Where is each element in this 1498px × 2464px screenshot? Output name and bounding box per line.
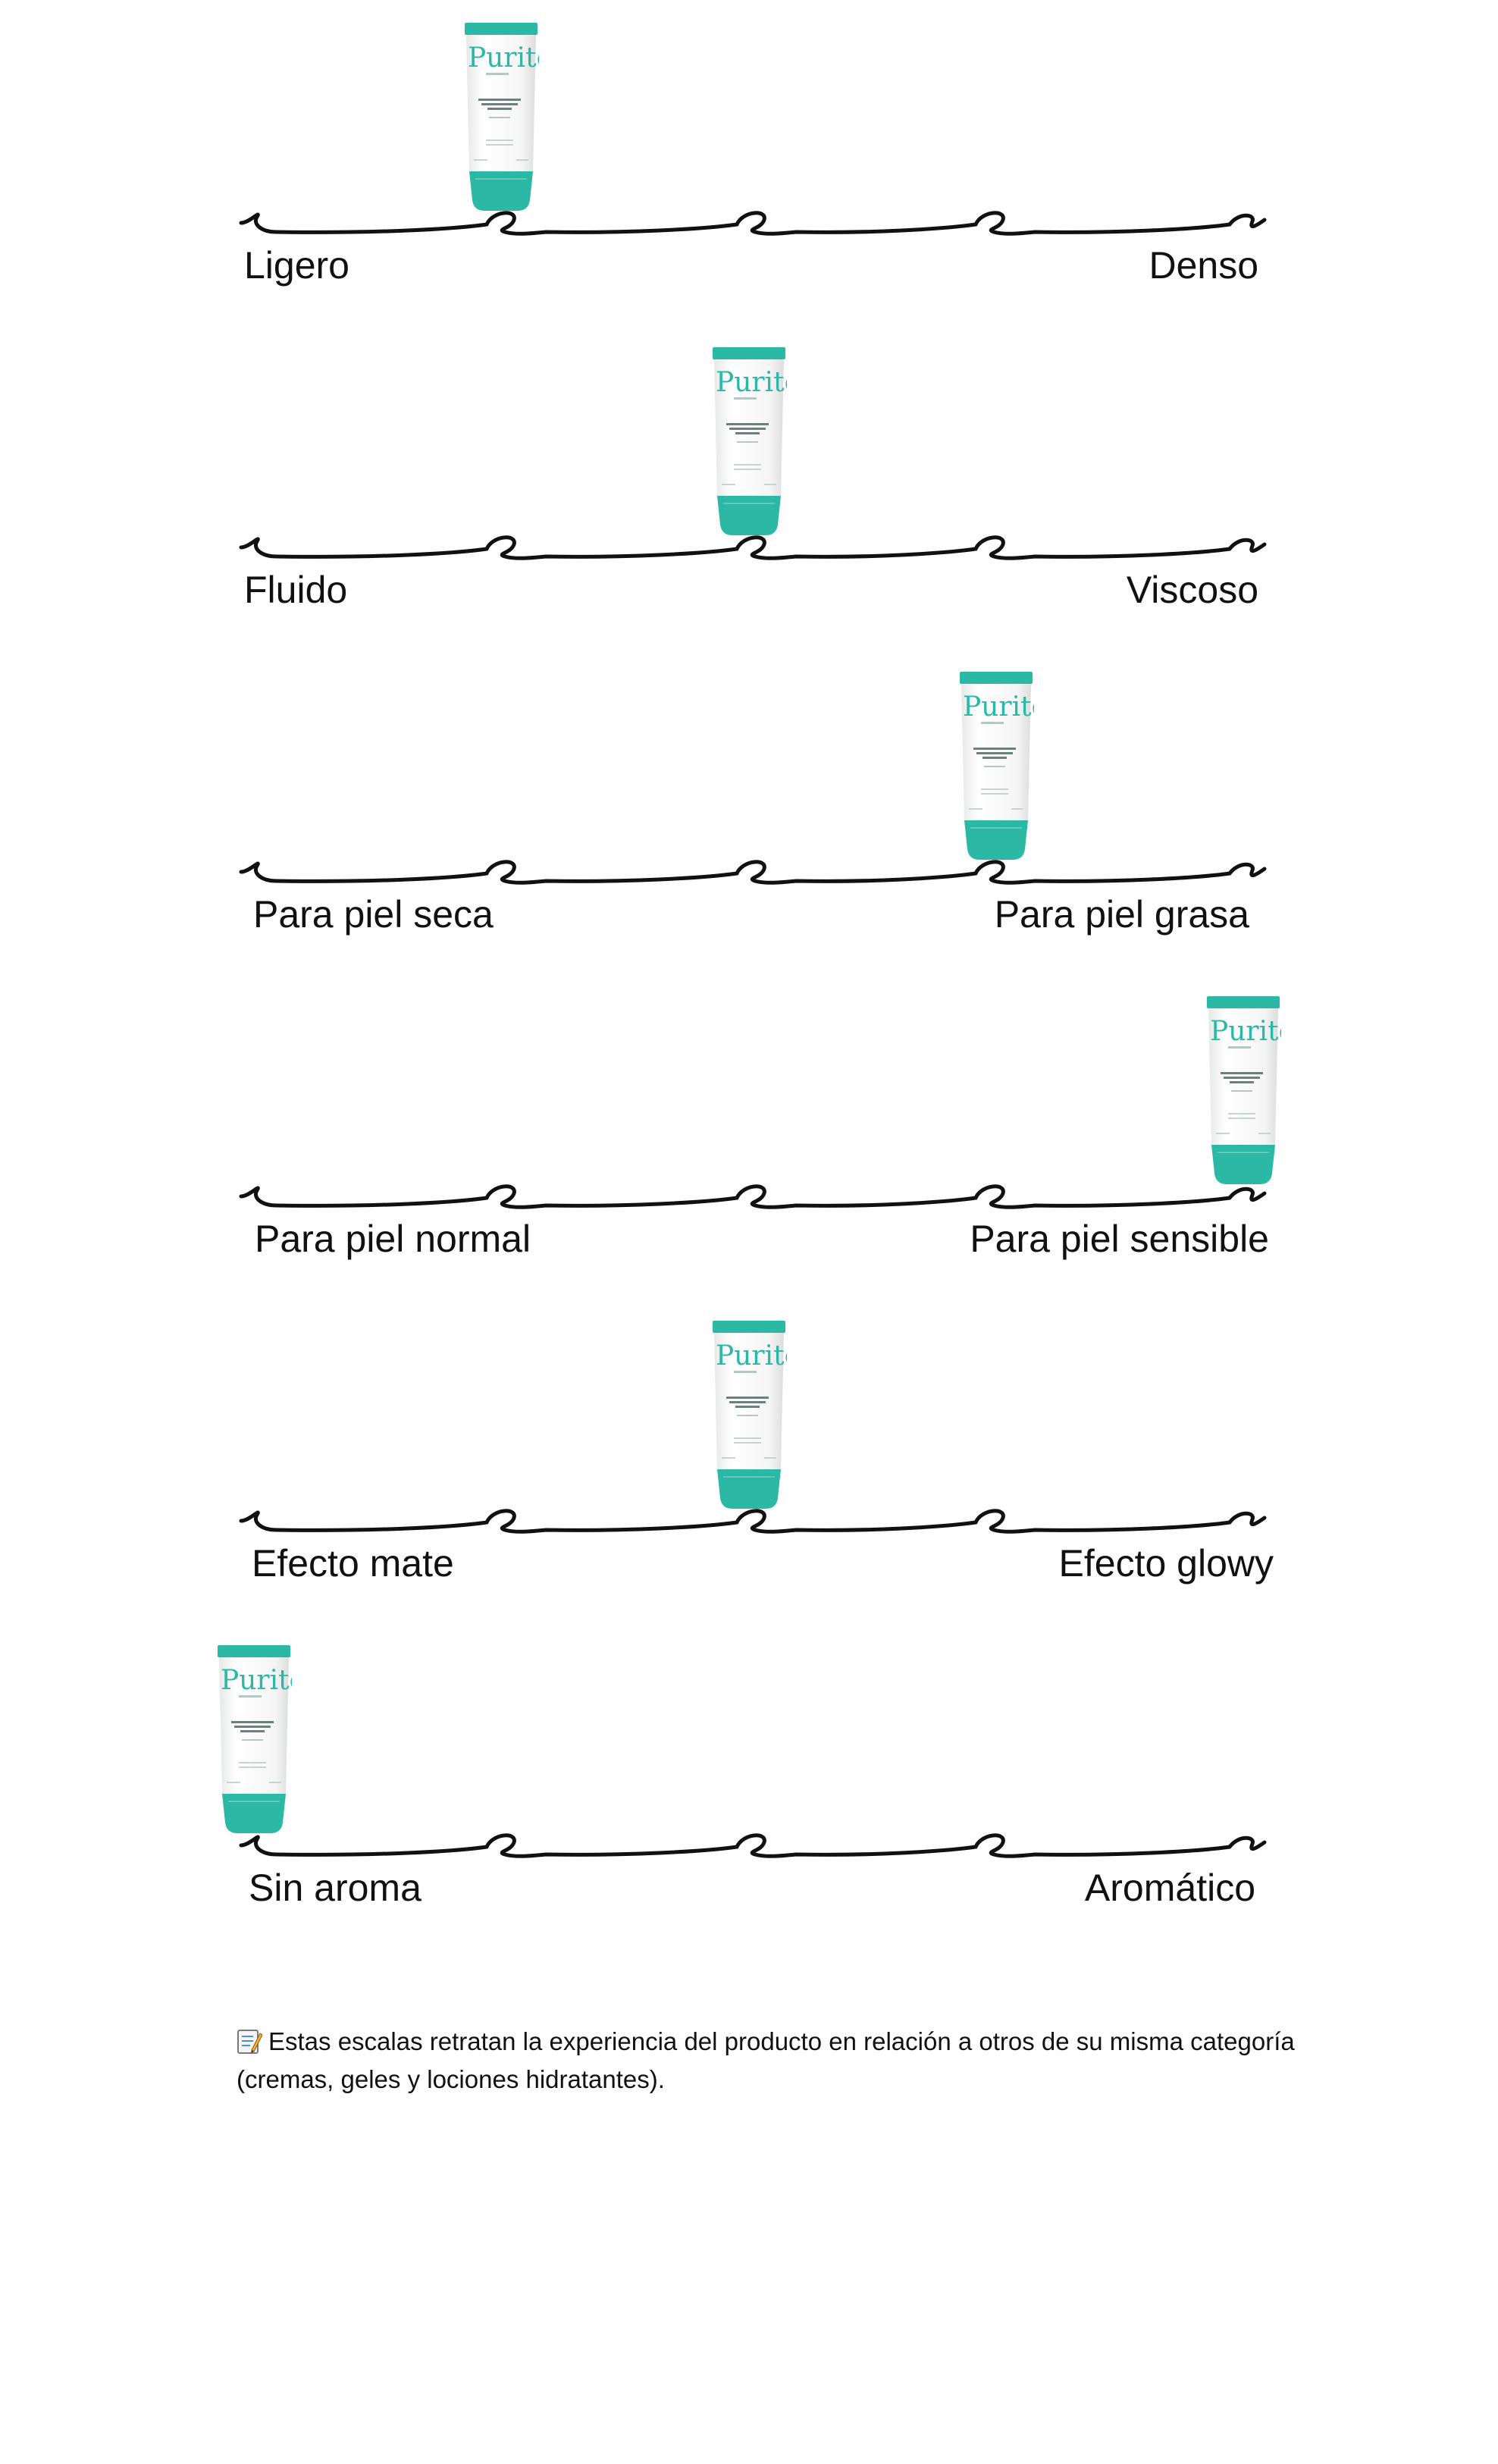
note-text: Estas escalas retratan la experiencia de… <box>237 2027 1295 2093</box>
scale-line-path <box>239 535 1267 560</box>
scale-left-label: Para piel seca <box>253 893 494 936</box>
scale-row: Para piel normal Para piel sensible Purit… <box>0 0 1498 1260</box>
product-tube-marker: Purito <box>1205 996 1281 1186</box>
tube-logo-text: Purito <box>221 1665 292 1696</box>
tube-logo-text: Purito <box>468 42 539 74</box>
product-tube-marker: Purito <box>711 1321 787 1510</box>
scale-row: Ligero Denso Purito <box>0 0 1498 318</box>
product-tube-marker: Purito <box>958 672 1034 861</box>
scale-left-label: Efecto mate <box>252 1542 454 1585</box>
scale-row: Sin aroma Aromático Purito <box>0 0 1498 1909</box>
scale-right-label: Efecto glowy <box>1058 1542 1274 1585</box>
scale-right-label: Denso <box>1149 244 1258 287</box>
tube-logo-text: Purito <box>963 691 1034 723</box>
product-tube-marker: Purito <box>711 347 787 537</box>
scale-right-label: Para piel sensible <box>970 1218 1269 1260</box>
scale-right-label: Para piel grasa <box>994 893 1249 936</box>
scale-row: Efecto mate Efecto glowy Purito <box>0 0 1498 1585</box>
tube-logo-text: Purito <box>716 1340 787 1372</box>
tube-logo-text: Purito <box>716 367 787 398</box>
scale-left-label: Para piel normal <box>255 1218 531 1260</box>
scale-line-path <box>239 1509 1267 1534</box>
scales-note: Estas escalas retratan la experiencia de… <box>237 2023 1313 2099</box>
product-tube-marker: Purito <box>216 1645 292 1835</box>
memo-icon <box>237 2027 263 2055</box>
scale-row: Fluido Viscoso Purito <box>0 0 1498 611</box>
tube-logo-text: Purito <box>1210 1016 1281 1047</box>
scale-line-path <box>239 211 1267 236</box>
scale-row: Para piel seca Para piel grasa Purito <box>0 0 1498 936</box>
scale-line-path <box>239 860 1267 885</box>
scale-line-path <box>239 1833 1267 1858</box>
scale-line-path <box>239 1184 1267 1209</box>
scale-right-label: Viscoso <box>1126 569 1258 611</box>
scale-left-label: Fluido <box>244 569 348 611</box>
product-tube-marker: Purito <box>463 23 539 212</box>
scale-left-label: Ligero <box>244 244 349 287</box>
scale-left-label: Sin aroma <box>249 1867 422 1909</box>
scale-right-label: Aromático <box>1084 1867 1255 1909</box>
